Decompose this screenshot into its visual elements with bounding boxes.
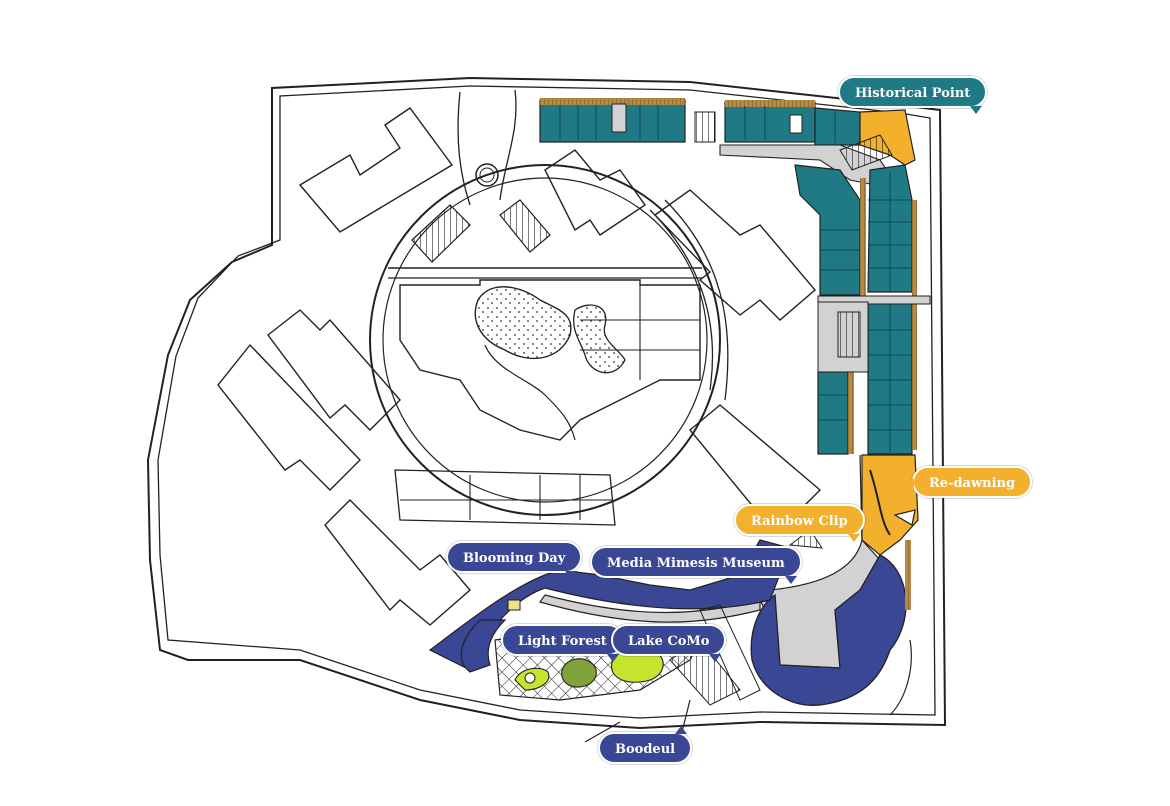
top-building-row — [539, 98, 861, 146]
historical-point-label[interactable]: Historical Point — [838, 76, 988, 114]
light-forest-label[interactable]: Light Forest — [501, 624, 624, 662]
central-plaza-circle — [369, 164, 721, 516]
blooming-day-label[interactable]: Blooming Day — [446, 541, 583, 579]
media-mimesis-museum-label[interactable]: Media Mimesis Museum — [590, 546, 802, 584]
pond — [474, 286, 572, 360]
re-dawning-label[interactable]: Re-dawning — [904, 466, 1033, 498]
central-plaza-inner — [382, 177, 708, 503]
media-building-navy — [750, 554, 907, 706]
lake-como-label[interactable]: Lake CoMo — [611, 624, 727, 662]
rainbow-clip-label[interactable]: Rainbow Clip — [734, 504, 865, 542]
boodeul-label[interactable]: Boodeul — [598, 726, 693, 764]
light-forest-tree — [561, 658, 597, 688]
